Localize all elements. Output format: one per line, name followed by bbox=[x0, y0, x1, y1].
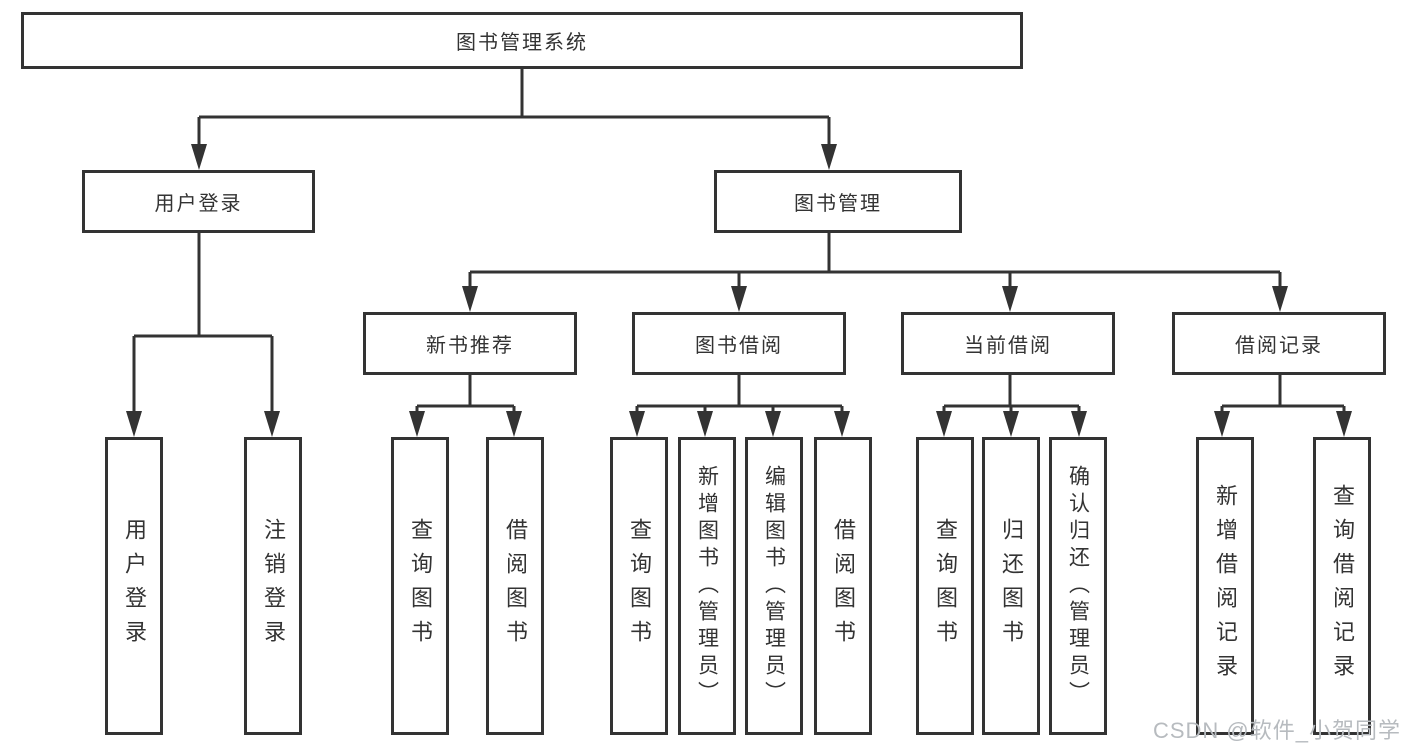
connector-new-book-to-leaves bbox=[415, 375, 516, 419]
node-book-management: 图书管理 bbox=[714, 170, 962, 233]
leaf-confirm-return-admin-label: 确认归还（管理员） bbox=[1066, 464, 1090, 708]
leaf-query-book-newbook-label: 查询图书 bbox=[408, 518, 433, 654]
leaf-borrow-book-newbook-label: 借阅图书 bbox=[503, 518, 528, 654]
leaf-borrow-book-newbook: 借阅图书 bbox=[486, 437, 544, 735]
node-book-borrow: 图书借阅 bbox=[632, 312, 846, 375]
connector-user-login-to-leaves bbox=[132, 233, 274, 419]
leaf-add-book-admin-label: 新增图书（管理员） bbox=[695, 464, 719, 708]
node-book-management-label: 图书管理 bbox=[794, 193, 882, 215]
leaf-edit-book-admin: 编辑图书（管理员） bbox=[745, 437, 803, 735]
leaf-query-book-newbook: 查询图书 bbox=[391, 437, 449, 735]
node-root-label: 图书管理系统 bbox=[456, 32, 588, 54]
node-user-login: 用户登录 bbox=[82, 170, 315, 233]
connector-root-to-level2 bbox=[197, 69, 831, 152]
leaf-logout: 注销登录 bbox=[244, 437, 302, 735]
leaf-user-login: 用户登录 bbox=[105, 437, 163, 735]
leaf-edit-book-admin-label: 编辑图书（管理员） bbox=[762, 464, 786, 708]
leaf-query-book-borrow-label: 查询图书 bbox=[627, 518, 652, 654]
leaf-user-login-label: 用户登录 bbox=[122, 518, 147, 654]
connector-book-management-to-level3 bbox=[468, 233, 1282, 294]
node-new-book-recommend: 新书推荐 bbox=[363, 312, 577, 375]
leaf-borrow-book-borrow: 借阅图书 bbox=[814, 437, 872, 735]
leaf-borrow-book-borrow-label: 借阅图书 bbox=[831, 518, 856, 654]
leaf-query-book-current: 查询图书 bbox=[916, 437, 974, 735]
node-borrow-records-label: 借阅记录 bbox=[1235, 335, 1323, 357]
leaf-add-borrow-record: 新增借阅记录 bbox=[1196, 437, 1254, 735]
node-current-borrow-label: 当前借阅 bbox=[964, 335, 1052, 357]
leaf-add-borrow-record-label: 新增借阅记录 bbox=[1213, 484, 1238, 688]
node-new-book-recommend-label: 新书推荐 bbox=[426, 335, 514, 357]
node-current-borrow: 当前借阅 bbox=[901, 312, 1115, 375]
leaf-query-book-current-label: 查询图书 bbox=[933, 518, 958, 654]
node-root: 图书管理系统 bbox=[21, 12, 1023, 69]
leaf-logout-label: 注销登录 bbox=[261, 518, 286, 654]
node-book-borrow-label: 图书借阅 bbox=[695, 335, 783, 357]
leaf-query-borrow-record-label: 查询借阅记录 bbox=[1330, 484, 1355, 688]
leaf-return-book-label: 归还图书 bbox=[999, 518, 1024, 654]
connector-borrow-records-to-leaves bbox=[1220, 375, 1346, 419]
node-user-login-label: 用户登录 bbox=[154, 193, 243, 215]
leaf-confirm-return-admin: 确认归还（管理员） bbox=[1049, 437, 1107, 735]
leaf-add-book-admin: 新增图书（管理员） bbox=[678, 437, 736, 735]
watermark: CSDN @软件_小贺同学 bbox=[1152, 718, 1401, 743]
arrowheads bbox=[126, 144, 1352, 437]
node-borrow-records: 借阅记录 bbox=[1172, 312, 1386, 375]
leaf-return-book: 归还图书 bbox=[982, 437, 1040, 735]
leaf-query-book-borrow: 查询图书 bbox=[610, 437, 668, 735]
connector-book-borrow-to-leaves bbox=[635, 375, 844, 419]
leaf-query-borrow-record: 查询借阅记录 bbox=[1313, 437, 1371, 735]
